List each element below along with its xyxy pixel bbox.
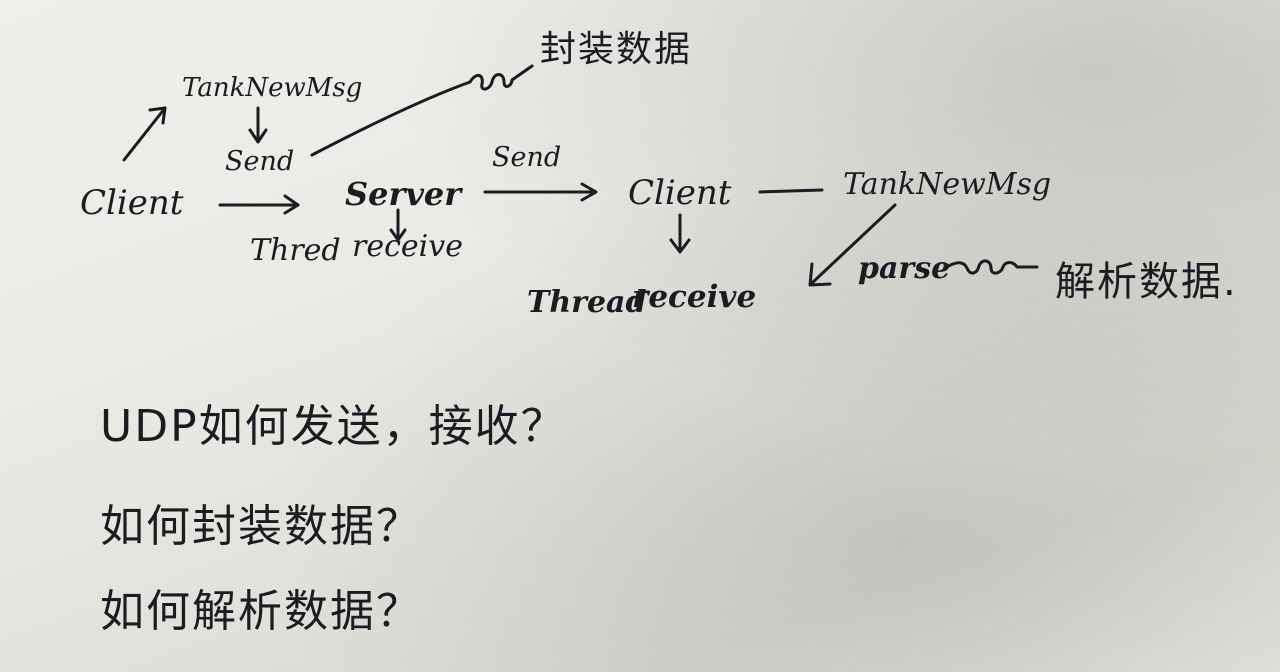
arrow-msg-to-send: [248, 106, 268, 144]
arrow-client-to-msg: [122, 106, 167, 162]
note-line-pack: [310, 80, 472, 157]
squiggle-pack: [468, 64, 534, 91]
label-tank-new-msg-right: TankNewMsg: [843, 167, 1052, 202]
label-server: Server: [345, 175, 462, 213]
question-udp-send-receive: UDP如何发送，接收？: [100, 401, 567, 452]
question-how-parse-data: 如何解析数据？: [100, 586, 422, 637]
label-send-left: Send: [225, 146, 295, 177]
arrow-server-down: [389, 208, 407, 242]
label-tank-new-msg-top: TankNewMsg: [182, 73, 363, 103]
label-thread-right: Thread: [527, 285, 647, 320]
note-pack-data: 封装数据: [540, 29, 693, 70]
arrow-client-down: [669, 213, 691, 254]
arrow-client-to-server: [218, 194, 300, 215]
label-client-right: Client: [628, 173, 732, 213]
arrow-msg-to-parse: [808, 203, 897, 287]
note-parse-data: 解析数据.: [1055, 259, 1238, 305]
question-how-pack-data: 如何封装数据？: [100, 501, 422, 552]
arrow-server-to-client: [483, 182, 598, 202]
label-send-mid: Send: [492, 142, 562, 173]
label-parse: parse: [858, 251, 951, 286]
label-client-left: Client: [80, 183, 184, 223]
squiggle-parse: [943, 259, 1039, 275]
label-receive-right: receive: [632, 279, 757, 315]
dash-client-msg: [758, 188, 824, 194]
label-receive-left: receive: [352, 229, 463, 264]
label-thread-left: Thred: [250, 233, 341, 268]
